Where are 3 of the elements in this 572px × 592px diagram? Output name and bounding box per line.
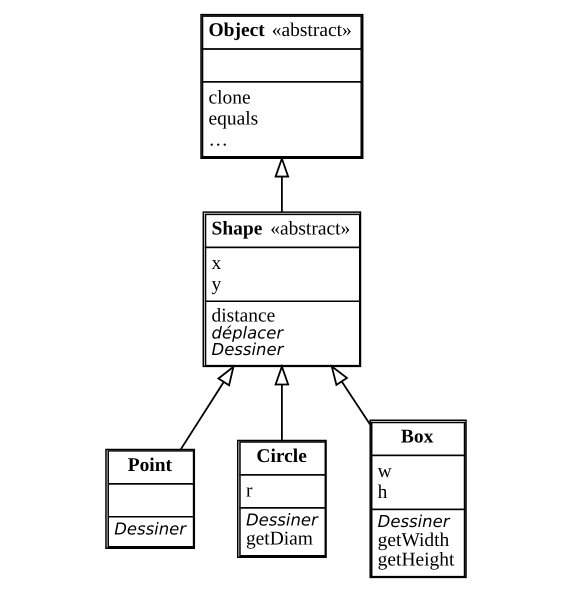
arrow — [180, 364, 235, 450]
arrow — [330, 364, 371, 425]
arrow — [274, 364, 290, 440]
